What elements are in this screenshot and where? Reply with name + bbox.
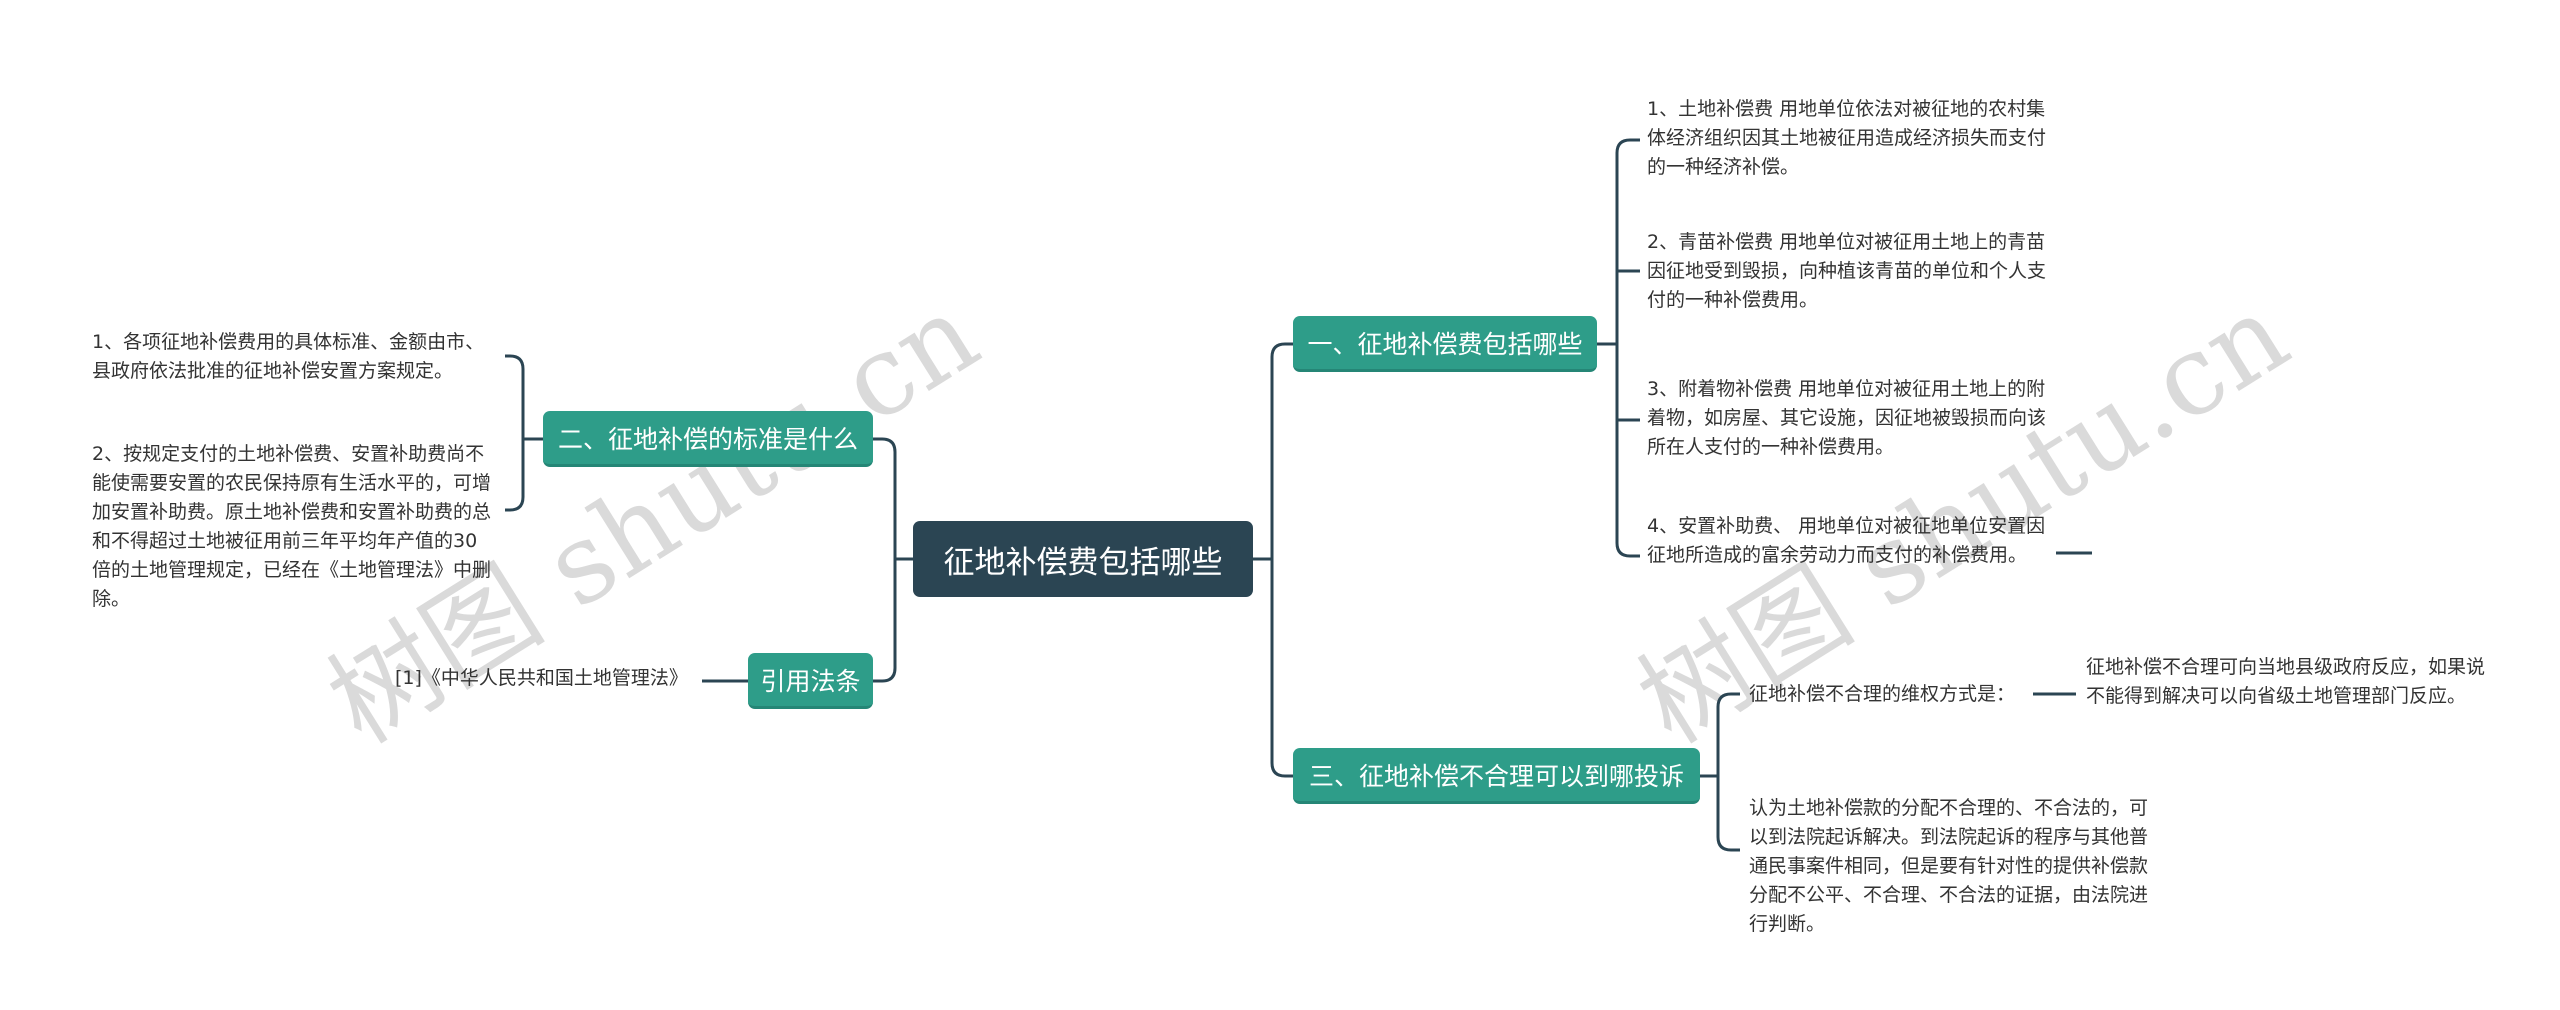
connector-right-trunk (1270, 342, 1293, 778)
leaf-attachment-compensation: 3、附着物补偿费 用地单位对被征用土地上的附着物，如房屋、其它设施，因征地被毁损… (1647, 378, 2047, 458)
branch-compensation-items[interactable]: 一、征地补偿费包括哪些 (1293, 316, 1597, 372)
leaf-rights-method: 征地补偿不合理的维权方式是： (1749, 683, 2016, 705)
branch-citation[interactable]: 引用法条 (748, 653, 873, 709)
bracket-branch2 (505, 354, 525, 512)
leaf-land-compensation: 1、土地补偿费 用地单位依法对被征地的农村集体经济组织因其土地被征用造成经济损失… (1647, 98, 2047, 178)
branch-complaint[interactable]: 三、征地补偿不合理可以到哪投诉 (1293, 748, 1700, 804)
leaf-standard-1: 1、各项征地补偿费用的具体标准、金额由市、县政府依法批准的征地补偿安置方案规定。 (92, 331, 485, 382)
bracket-branch3 (1716, 692, 1740, 852)
connector-left-trunk (873, 437, 897, 683)
branch-standard[interactable]: 二、征地补偿的标准是什么 (543, 411, 873, 467)
leaf-rights-method-detail: 征地补偿不合理可向当地县级政府反应，如果说不能得到解决可以向省级土地管理部门反应… (2086, 656, 2486, 707)
bracket-branch1 (1615, 138, 1640, 558)
leaf-resettlement-subsidy: 4、安置补助费、 用地单位对被征地单位安置因征地所造成的富余劳动力而支付的补偿费… (1647, 515, 2046, 566)
leaf-crop-compensation: 2、青苗补偿费 用地单位对被征用土地上的青苗因征地受到毁损，向种植该青苗的单位和… (1647, 231, 2047, 311)
leaf-standard-2: 2、按规定支付的土地补偿费、安置补助费尚不能使需要安置的农民保持原有生活水平的，… (92, 443, 492, 610)
central-topic[interactable]: 征地补偿费包括哪些 (913, 521, 1253, 597)
leaf-citation-law: [1]《中华人民共和国土地管理法》 (395, 667, 688, 689)
leaf-court-lawsuit: 认为土地补偿款的分配不合理的、不合法的，可以到法院起诉解决。到法院起诉的程序与其… (1749, 797, 2149, 935)
